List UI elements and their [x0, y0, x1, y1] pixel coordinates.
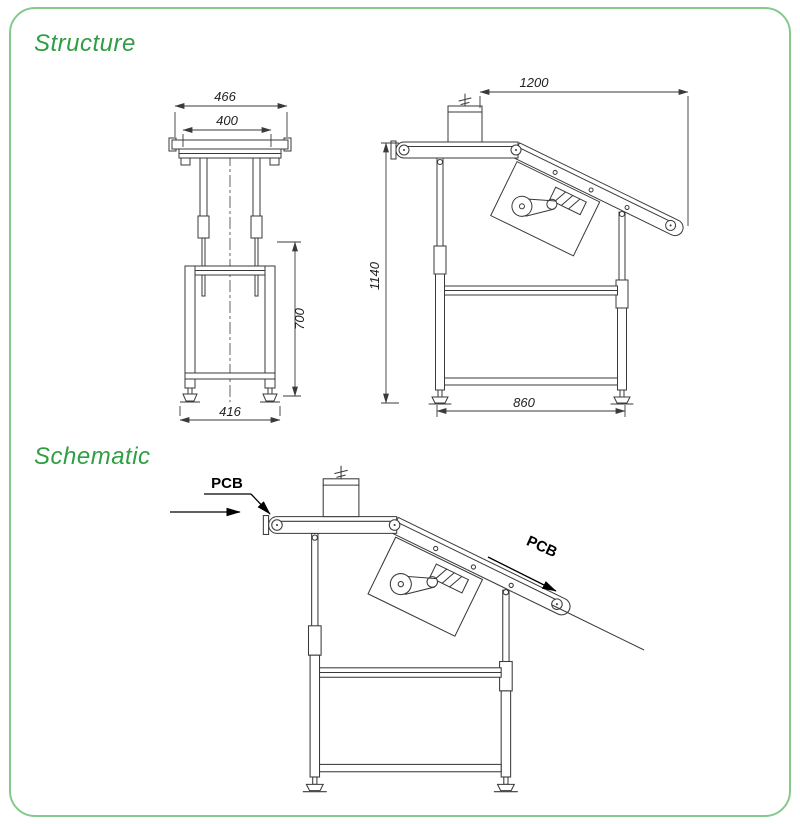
structure-heading: Structure: [34, 30, 136, 57]
schematic-conveyor: [262, 465, 574, 793]
dim-base-length: 860: [513, 395, 535, 410]
side-view-drawing: [390, 93, 687, 405]
dimension-lines: [174, 89, 689, 423]
pcb-in-pointer-arrow: [251, 494, 271, 515]
dim-overall-height: 1140: [367, 261, 382, 290]
front-view-drawing: [169, 138, 291, 402]
dim-overall-width: 466: [214, 89, 236, 104]
dim-base-width: 416: [219, 404, 241, 419]
dim-stand-height: 700: [292, 307, 307, 329]
discharge-guide-line: [552, 605, 644, 650]
pcb-out-annotation: [488, 557, 557, 591]
dim-belt-width: 400: [216, 113, 238, 128]
schematic-drawing: PCB PCB: [0, 465, 800, 793]
dim-conveyor-length: 1200: [520, 75, 550, 90]
schematic-heading: Schematic: [34, 443, 151, 470]
leveling-feet-front: [180, 388, 280, 402]
pcb-out-label: PCB: [524, 533, 560, 561]
pcb-out-flow-arrow: [488, 557, 557, 591]
stand-frame-front: [185, 266, 275, 388]
pcb-in-label: PCB: [211, 475, 243, 492]
structure-drawing: 466 400 700 416 1200 1140 860: [0, 75, 689, 423]
pcb-in-annotation: [170, 494, 271, 517]
